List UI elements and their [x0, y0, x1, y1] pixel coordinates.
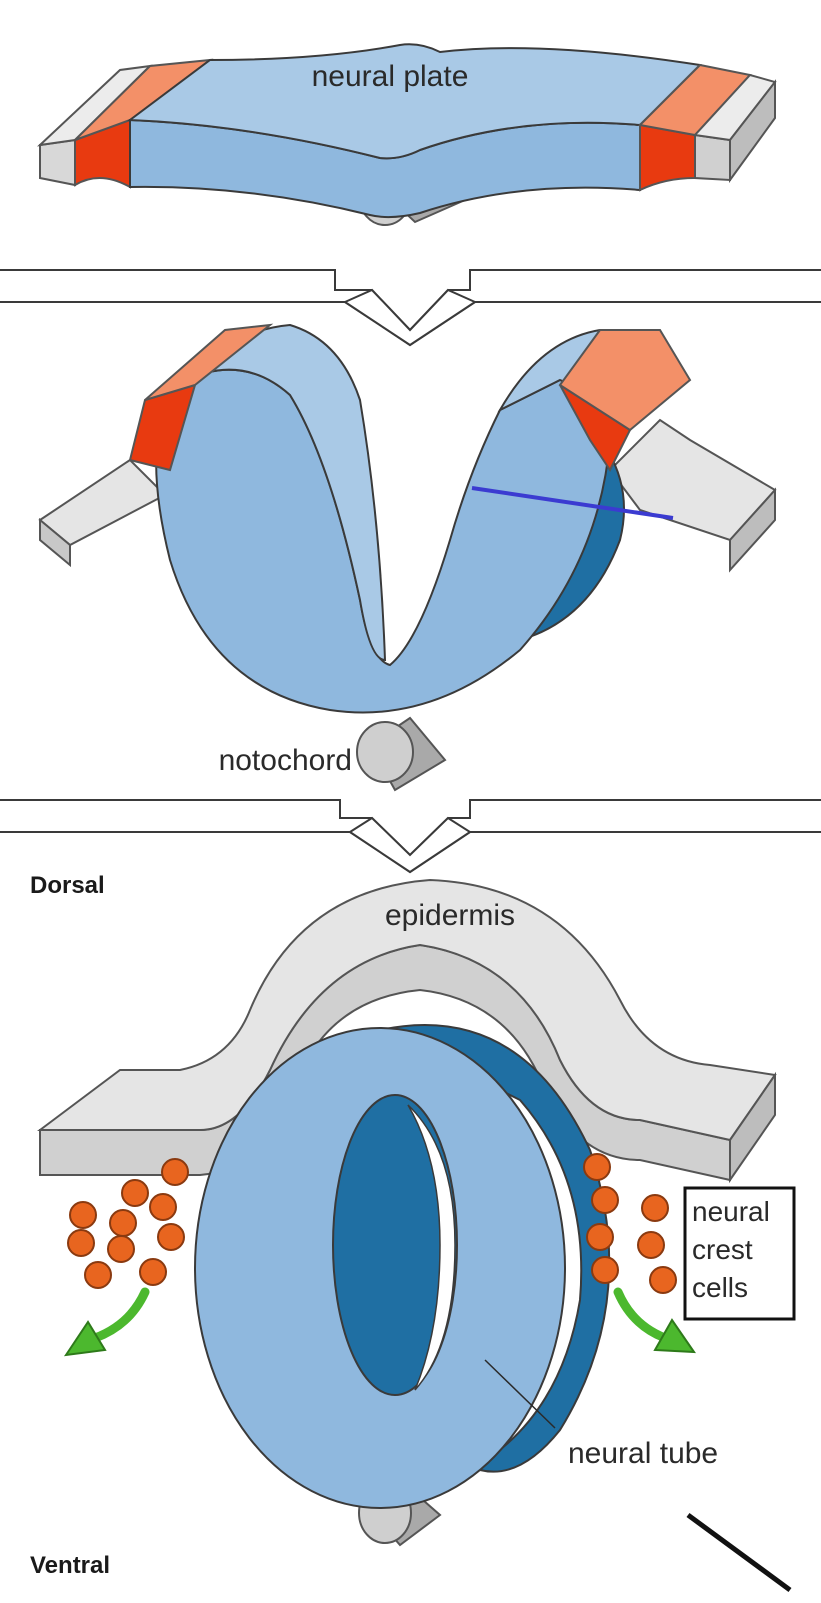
neural-crest-cells-left: [68, 1159, 188, 1288]
neural-tube: [195, 1025, 609, 1508]
neural-fold-front: [156, 370, 610, 713]
annotation-line-diagonal: [688, 1515, 790, 1590]
migration-arrow-left-icon: [66, 1292, 145, 1355]
dorsal-label: Dorsal: [30, 872, 105, 899]
neural-crest-label-line1: neural: [692, 1196, 770, 1227]
stage-separator-1: [0, 270, 821, 345]
stage-neural-tube: Dorsal epidermis: [30, 872, 794, 1590]
epidermis-left-stage2: [40, 460, 165, 565]
migration-arrow-right-icon: [618, 1292, 694, 1352]
neural-crest-label-line2: crest: [692, 1234, 753, 1265]
stage-separator-2: [0, 800, 821, 872]
notochord-label: notochord: [219, 744, 352, 777]
neural-tube-label: neural tube: [568, 1437, 718, 1470]
neural-crest-label-box: neural crest cells: [685, 1188, 794, 1319]
ventral-label: Ventral: [30, 1552, 110, 1579]
notochord-rod-stage2: [357, 718, 445, 790]
epidermis-right-stage2: [610, 420, 775, 570]
down-arrow-icon: [350, 818, 470, 872]
stage-neural-plate: neural plate: [40, 44, 775, 225]
neural-crest-label-line3: cells: [692, 1272, 748, 1303]
down-arrow-icon: [345, 290, 475, 345]
neural-crest-cells-right: [584, 1154, 676, 1293]
neural-plate-label: neural plate: [312, 60, 469, 93]
epidermis-label: epidermis: [385, 899, 515, 932]
stage-neural-folding: notochord: [40, 325, 775, 790]
